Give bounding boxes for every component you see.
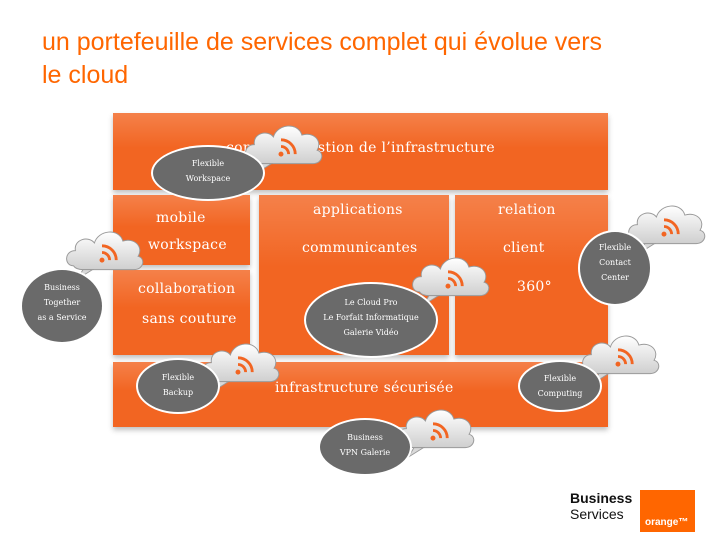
block-applications xyxy=(259,195,449,355)
bubble-flexible-workspace xyxy=(153,147,263,199)
title-line-2: le cloud xyxy=(42,61,129,89)
bubble-flexible-computing xyxy=(520,362,600,410)
bubble-flexible-contact xyxy=(580,232,650,304)
communicantes-label: communicantes xyxy=(302,240,418,256)
bubble-cloud-pro xyxy=(306,284,436,356)
bubble-flexible-backup xyxy=(138,360,218,412)
logo-business: Business xyxy=(570,490,633,506)
logo-services: Services xyxy=(570,506,624,522)
block-collaboration xyxy=(113,270,250,355)
business-together-label: Business Together as a Service xyxy=(37,283,87,322)
flexible-computing-label: Flexible Computing xyxy=(537,374,583,398)
secure-infra-label: infrastructure sécurisée xyxy=(275,380,454,396)
flexible-workspace-label: Flexible Workspace xyxy=(185,159,231,183)
sans-couture-label: sans couture xyxy=(142,311,237,327)
business-vpn-label: Business VPN Galerie xyxy=(339,433,391,457)
bubble-business-vpn xyxy=(320,420,410,474)
title-line-1: un portefeuille de services complet qui … xyxy=(42,28,603,56)
flexible-backup-label: Flexible Backup xyxy=(161,373,195,397)
cloud-pro-label: Le Cloud Pro Le Forfait Informatique Gal… xyxy=(323,298,419,337)
client-label: client xyxy=(503,240,545,256)
mobile-label: mobile xyxy=(156,210,206,226)
applications-label: applications xyxy=(313,202,403,218)
orange-logo-text: orange™ xyxy=(645,517,689,528)
orange-logo: orange™ xyxy=(640,490,695,532)
flexible-contact-label: Flexible Contact Center xyxy=(598,243,632,282)
collaboration-label: collaboration xyxy=(138,281,236,297)
slide-title: un portefeuille de services complet qui … xyxy=(42,26,692,92)
bubble-business-together xyxy=(22,270,102,342)
workspace-label: workspace xyxy=(148,237,227,253)
360-label: 360° xyxy=(517,279,552,295)
relation-label: relation xyxy=(498,202,556,218)
